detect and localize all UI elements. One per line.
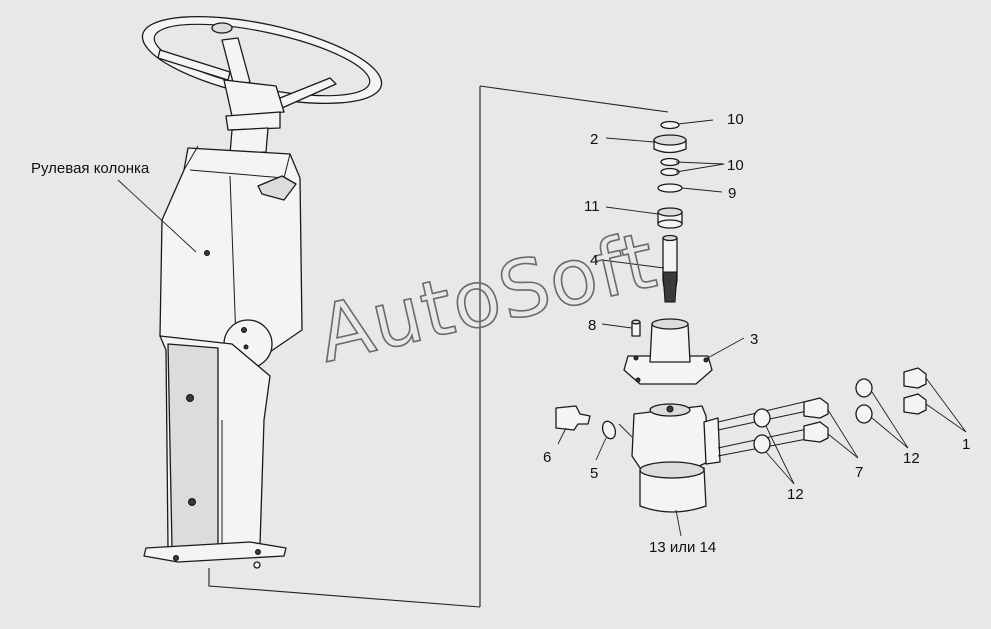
o-ring-12-b <box>753 434 771 454</box>
hydraulic-unit-parts <box>555 120 927 513</box>
fitting-7-b <box>803 421 829 443</box>
label-part-12-lower: 12 <box>787 486 804 503</box>
label-part-7: 7 <box>855 464 863 481</box>
label-part-9: 9 <box>728 185 736 202</box>
fitting-1-a <box>903 367 927 389</box>
steering-column-leader <box>117 179 197 253</box>
o-ring-12-d <box>855 404 873 424</box>
label-part-2: 2 <box>590 131 598 148</box>
label-part-12-right: 12 <box>903 450 920 467</box>
label-steering-column: Рулевая колонка <box>31 160 150 177</box>
connection-frame <box>208 85 669 608</box>
label-part-10-top: 10 <box>727 111 744 128</box>
washer-10-top <box>660 120 680 130</box>
leader-lines <box>557 119 967 537</box>
label-part-13-14: 13 или 14 <box>649 539 716 556</box>
label-part-8: 8 <box>588 317 596 334</box>
retaining-ring-9 <box>657 183 683 193</box>
flange-3 <box>623 355 713 385</box>
steering-column-assembly <box>141 15 383 569</box>
o-ring-5 <box>601 420 617 440</box>
fitting-1-b <box>903 393 927 415</box>
fitting-7-a <box>803 397 829 419</box>
o-ring-12-c <box>855 378 873 398</box>
fitting-6 <box>555 405 591 431</box>
o-ring-12-a <box>753 408 771 428</box>
label-part-10-lower: 10 <box>727 157 744 174</box>
label-part-1: 1 <box>962 436 970 453</box>
label-part-3: 3 <box>750 331 758 348</box>
label-part-11: 11 <box>584 198 600 215</box>
label-part-6: 6 <box>543 449 551 466</box>
watermark: AutoSoft <box>310 216 664 381</box>
label-part-5: 5 <box>590 465 598 482</box>
label-part-4: 4 <box>590 252 598 269</box>
